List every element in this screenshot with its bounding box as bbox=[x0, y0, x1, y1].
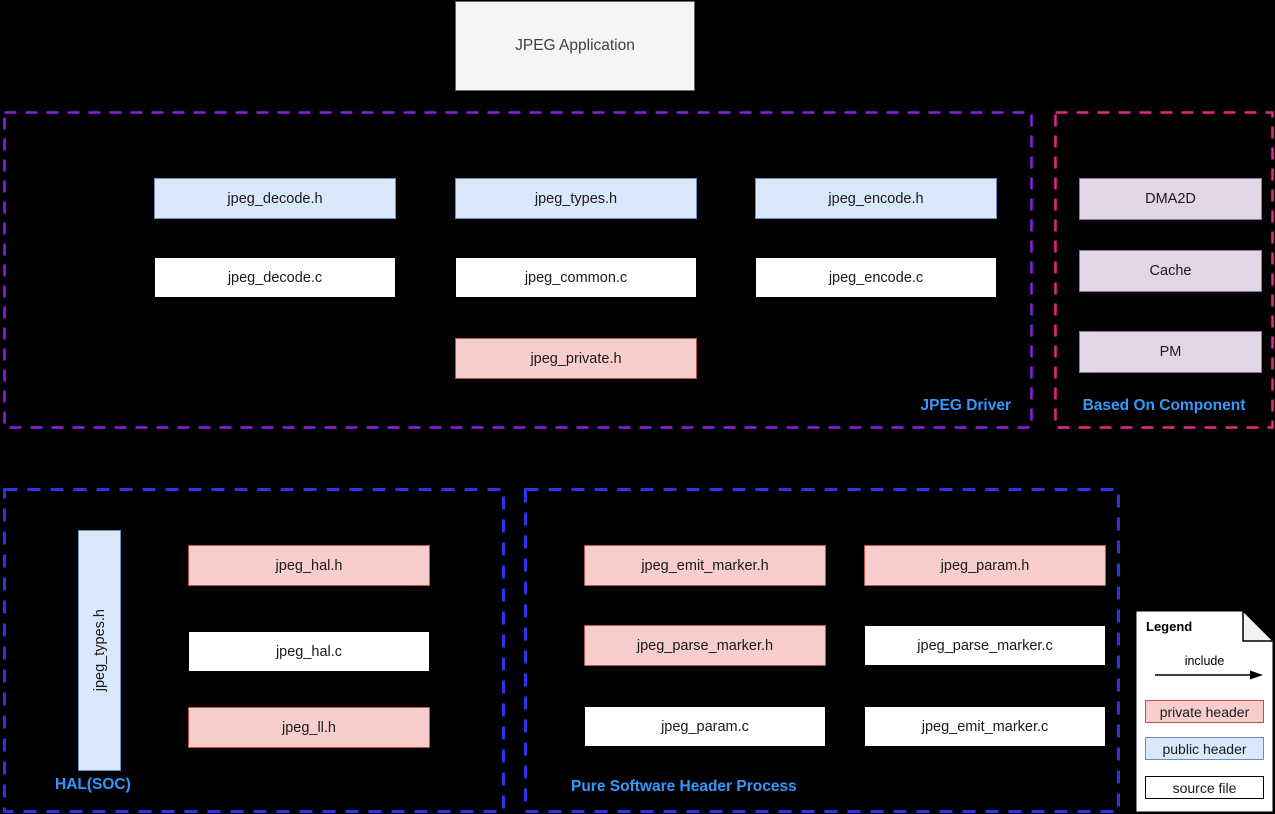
legend: Legend include private header public hea… bbox=[1135, 610, 1274, 813]
legend-item-label: source file bbox=[1172, 779, 1237, 796]
jpeg-hal-h-node: jpeg_hal.h bbox=[188, 545, 430, 586]
jpeg-emit-marker-h-node: jpeg_emit_marker.h bbox=[584, 545, 826, 586]
node-label: jpeg_types.h bbox=[534, 190, 618, 207]
jpeg-private-h-node: jpeg_private.h bbox=[455, 338, 697, 379]
jpeg-hal-c-node: jpeg_hal.c bbox=[188, 631, 430, 672]
jpeg-decode-c-node: jpeg_decode.c bbox=[154, 257, 396, 298]
legend-source-file: source file bbox=[1145, 776, 1264, 799]
jpeg-types-h-vertical-node: jpeg_types.h bbox=[78, 530, 121, 771]
node-label: jpeg_parse_marker.h bbox=[636, 637, 774, 654]
legend-title: Legend bbox=[1146, 619, 1193, 634]
folded-corner-icon bbox=[1242, 610, 1274, 642]
jpeg-common-c-node: jpeg_common.c bbox=[455, 257, 697, 298]
node-label: jpeg_parse_marker.c bbox=[917, 637, 1053, 654]
node-label: jpeg_decode.h bbox=[227, 190, 323, 207]
node-label: jpeg_hal.h bbox=[275, 557, 343, 574]
node-label: DMA2D bbox=[1145, 191, 1196, 207]
cache-node: Cache bbox=[1079, 250, 1262, 292]
legend-public-header: public header bbox=[1145, 737, 1264, 760]
node-label: Cache bbox=[1149, 263, 1192, 279]
jpeg-ll-h-node: jpeg_ll.h bbox=[188, 707, 430, 748]
jpeg-param-c-node: jpeg_param.c bbox=[584, 706, 826, 747]
based-on-component-group-label: Based On Component bbox=[1082, 397, 1246, 414]
node-label: jpeg_encode.c bbox=[828, 269, 924, 286]
hal-soc-group-label: HAL(SOC) bbox=[55, 776, 131, 793]
jpeg-parse-marker-c-node: jpeg_parse_marker.c bbox=[864, 625, 1106, 666]
node-label: jpeg_ll.h bbox=[281, 719, 336, 736]
jpeg-application-label: JPEG Application bbox=[515, 37, 635, 54]
pure-software-group-label: Pure Software Header Process bbox=[571, 778, 797, 795]
node-label: jpeg_param.h bbox=[940, 557, 1030, 574]
node-label: jpeg_param.c bbox=[661, 718, 749, 735]
node-label: jpeg_common.c bbox=[524, 269, 628, 286]
legend-item-label: private header bbox=[1159, 703, 1250, 720]
jpeg-types-h-node: jpeg_types.h bbox=[455, 178, 697, 219]
jpeg-decode-h-node: jpeg_decode.h bbox=[154, 178, 396, 219]
jpeg-emit-marker-c-node: jpeg_emit_marker.c bbox=[864, 706, 1106, 747]
jpeg-types-h-vertical-label: jpeg_types.h bbox=[91, 609, 108, 692]
jpeg-parse-marker-h-node: jpeg_parse_marker.h bbox=[584, 625, 826, 666]
jpeg-encode-h-node: jpeg_encode.h bbox=[755, 178, 997, 219]
pm-node: PM bbox=[1079, 331, 1262, 373]
node-label: jpeg_private.h bbox=[530, 350, 622, 367]
include-arrow-icon bbox=[1155, 670, 1263, 680]
node-label: jpeg_hal.c bbox=[275, 643, 343, 660]
dma2d-node: DMA2D bbox=[1079, 178, 1262, 220]
node-label: jpeg_encode.h bbox=[828, 190, 924, 207]
legend-item-label: public header bbox=[1162, 740, 1247, 757]
node-label: jpeg_emit_marker.h bbox=[641, 557, 769, 574]
jpeg-encode-c-node: jpeg_encode.c bbox=[755, 257, 997, 298]
node-label: jpeg_emit_marker.c bbox=[921, 718, 1049, 735]
jpeg-param-h-node: jpeg_param.h bbox=[864, 545, 1106, 586]
jpeg-application-node: JPEG Application bbox=[455, 1, 695, 91]
legend-private-header: private header bbox=[1145, 700, 1264, 723]
legend-include-label: include bbox=[1184, 654, 1225, 668]
jpeg-driver-group-label: JPEG Driver bbox=[920, 397, 1011, 414]
node-label: PM bbox=[1159, 344, 1182, 360]
node-label: jpeg_decode.c bbox=[227, 269, 323, 286]
